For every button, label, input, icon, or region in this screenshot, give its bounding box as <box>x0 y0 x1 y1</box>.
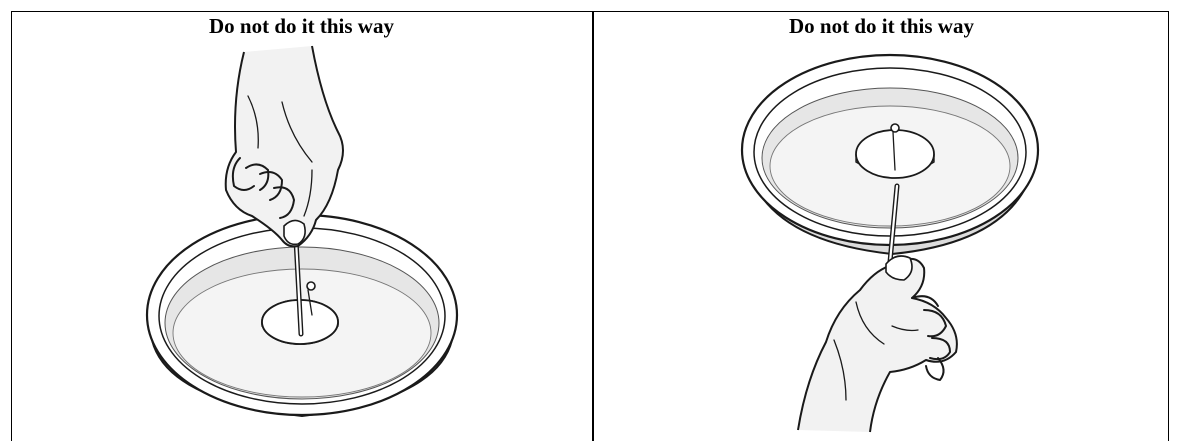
panel-left-illustration <box>12 40 592 433</box>
hand-icon <box>798 256 957 432</box>
panel-left-title: Do not do it this way <box>11 14 592 39</box>
panel-right-title: Do not do it this way <box>594 14 1169 39</box>
panel-right-illustration <box>594 40 1169 433</box>
